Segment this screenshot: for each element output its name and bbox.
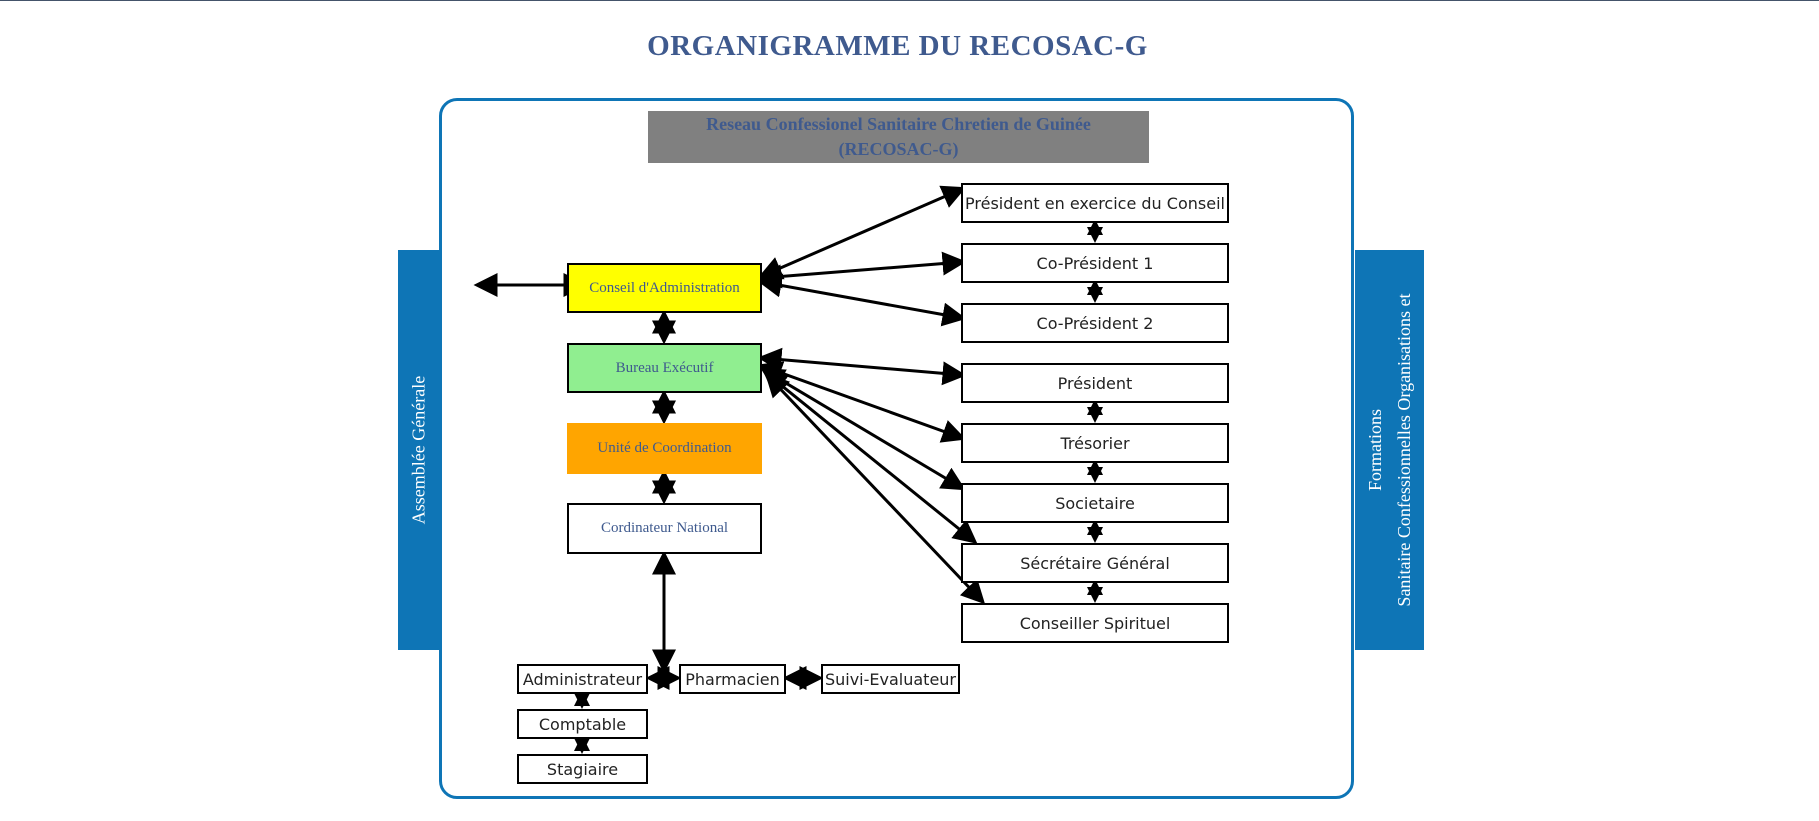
box-conseiller-spirituel: Conseiller Spirituel xyxy=(961,603,1229,643)
box-societaire: Societaire xyxy=(961,483,1229,523)
header-line1: Reseau Confessionel Sanitaire Chretien d… xyxy=(706,114,1091,134)
left-band-assemblee: Assemblée Générale xyxy=(398,250,440,650)
administrateur-label: Administrateur xyxy=(522,669,643,689)
box-conseil-administration: Conseil d'Administration xyxy=(567,263,762,313)
unite-label: Unité de Coordination xyxy=(597,440,732,456)
arrow-bureau-conseiller xyxy=(764,372,986,605)
header-recosac: Reseau Confessionel Sanitaire Chretien d… xyxy=(648,111,1149,163)
box-president-exercice: Président en exercice du Conseil xyxy=(961,183,1229,223)
co-president-1-label: Co-Président 1 xyxy=(1036,253,1154,273)
president-exercice-label: Président en exercice du Conseil xyxy=(965,193,1225,213)
co-president-2-label: Co-Président 2 xyxy=(1036,313,1154,333)
box-co-president-2: Co-Président 2 xyxy=(961,303,1229,343)
page-title: ORGANIGRAMME DU RECOSAC-G xyxy=(647,30,1148,62)
box-co-president-1: Co-Président 1 xyxy=(961,243,1229,283)
box-suivi-evaluateur: Suivi-Evaluateur xyxy=(821,664,960,694)
suivi-label: Suivi-Evaluateur xyxy=(824,669,957,689)
conseil-label: Conseil d'Administration xyxy=(589,279,740,296)
box-comptable: Comptable xyxy=(517,709,648,739)
top-rule xyxy=(0,0,1819,1)
box-administrateur: Administrateur xyxy=(517,664,648,694)
box-unite-coordination: Unité de Coordination xyxy=(567,423,762,474)
societaire-label: Societaire xyxy=(1055,493,1135,513)
box-secretaire-general: Sécrétaire Général xyxy=(961,543,1229,583)
arrow-bureau-president xyxy=(757,347,967,386)
box-cordinateur-national: Cordinateur National xyxy=(567,503,762,554)
header-line2: (RECOSAC-G) xyxy=(838,139,959,159)
pharmacien-label: Pharmacien xyxy=(685,669,780,689)
stagiaire-label: Stagiaire xyxy=(546,759,619,779)
box-tresorier: Trésorier xyxy=(961,423,1229,463)
cordinateur-label: Cordinateur National xyxy=(600,520,729,536)
arrow-conseil-copresident2 xyxy=(757,273,967,327)
conseiller-label: Conseiller Spirituel xyxy=(1019,613,1171,633)
box-bureau-executif: Bureau Exécutif xyxy=(567,343,762,393)
box-pharmacien: Pharmacien xyxy=(679,664,786,694)
arrow-bureau-societaire xyxy=(760,367,966,491)
bureau-label: Bureau Exécutif xyxy=(615,359,714,376)
right-band-formations: Formations Sanitaire Confessionnelles Or… xyxy=(1355,250,1424,650)
box-stagiaire: Stagiaire xyxy=(517,754,648,784)
arrow-bureau-secretaire xyxy=(762,370,978,544)
president-label: Président xyxy=(1057,373,1133,393)
secretaire-label: Sécrétaire Général xyxy=(1020,553,1170,573)
comptable-label: Comptable xyxy=(538,714,627,734)
box-president: Président xyxy=(961,363,1229,403)
tresorier-label: Trésorier xyxy=(1060,433,1130,453)
